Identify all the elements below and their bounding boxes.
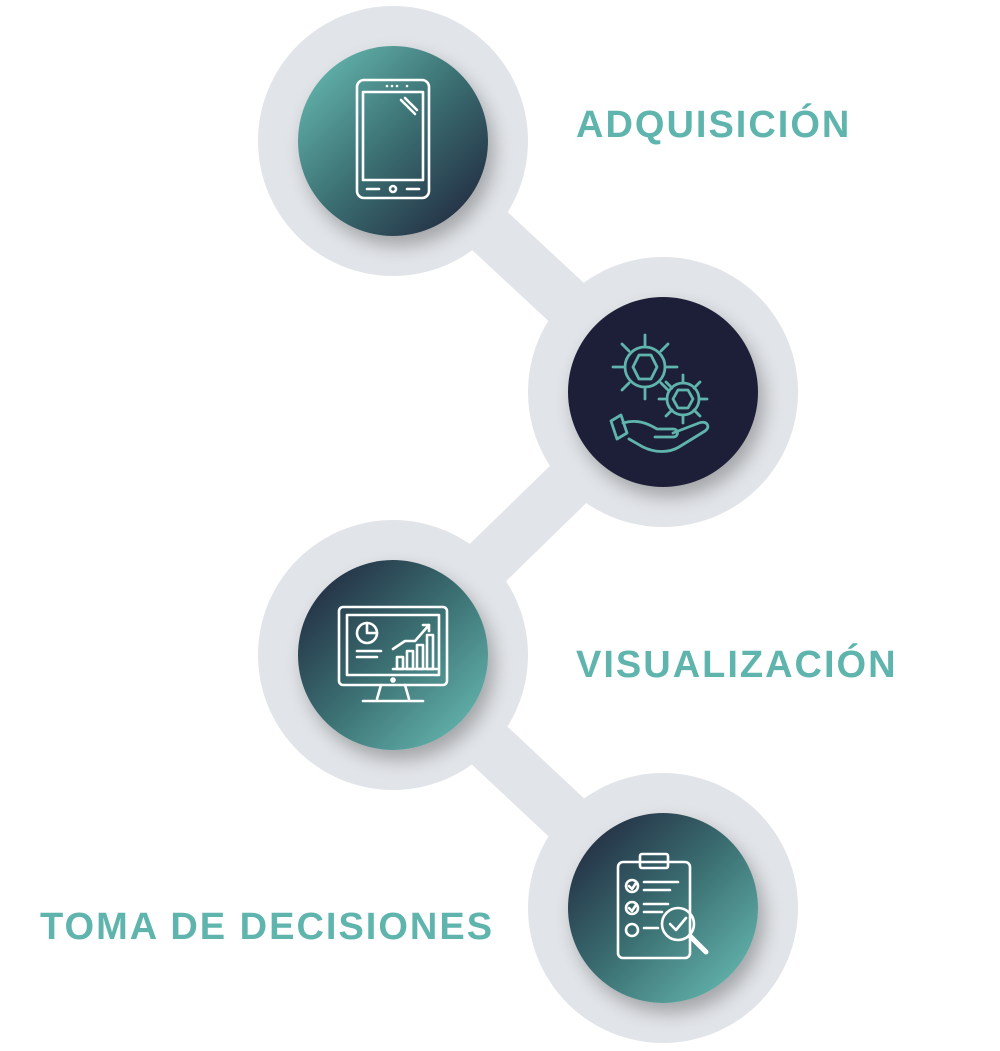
step-1-circle xyxy=(298,46,488,236)
step-3-label: VISUALIZACIÓN xyxy=(576,644,898,686)
tablet-icon xyxy=(355,78,431,200)
step-3-ring xyxy=(258,520,528,790)
step-2-circle xyxy=(568,297,758,487)
step-1-label: ADQUISICIÓN xyxy=(576,104,852,146)
hand-icon xyxy=(609,413,710,453)
step-1-ring xyxy=(258,6,528,276)
monitor-chart-icon xyxy=(337,605,449,703)
gears-hand-icon xyxy=(609,333,710,453)
step-4-circle xyxy=(568,813,758,1003)
step-3-circle xyxy=(298,560,488,750)
magnifier-icon xyxy=(660,906,696,942)
step-2-ring xyxy=(528,257,798,527)
clipboard-check-icon xyxy=(616,852,709,960)
step-4-ring xyxy=(528,773,798,1043)
small-gear-icon xyxy=(657,373,709,425)
large-gear-icon xyxy=(611,333,679,401)
step-4-label: TOMA DE DECISIONES xyxy=(40,906,495,948)
